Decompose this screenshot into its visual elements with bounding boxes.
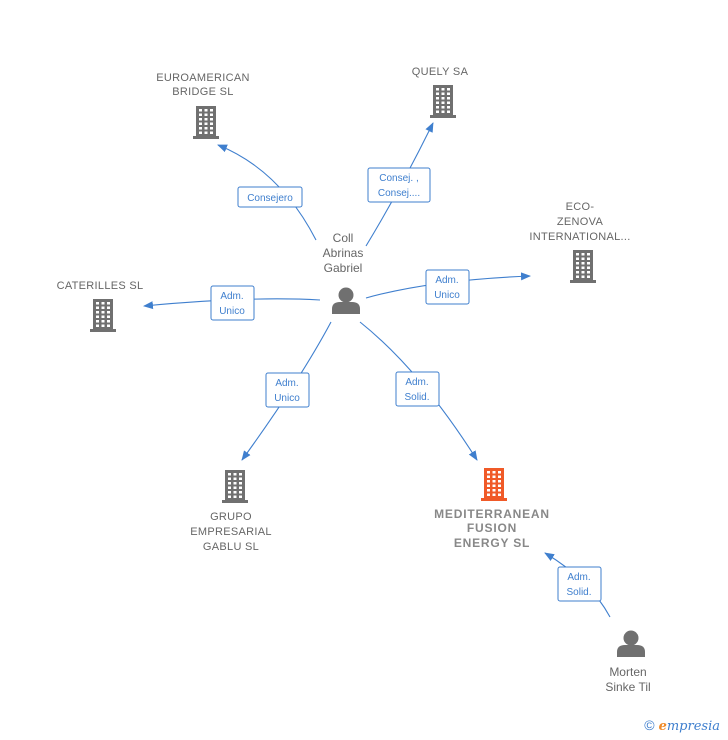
edge-to-euroamerican: [217, 144, 317, 241]
company-node-grupo[interactable]: GRUPO EMPRESARIAL GABLU SL: [190, 470, 272, 553]
company-label: MEDITERRANEAN: [434, 507, 550, 521]
empresia-logo[interactable]: ©empresia: [644, 717, 720, 734]
building-icon: [570, 250, 596, 283]
svg-text:Unico: Unico: [274, 393, 300, 404]
building-icon: [90, 299, 116, 332]
edge-label-to-quely[interactable]: Consej. , Consej....: [367, 167, 431, 203]
svg-text:Solid.: Solid.: [404, 392, 429, 403]
edge-label-to-euroamerican[interactable]: Consejero: [237, 186, 303, 208]
svg-text:Consej. ,: Consej. ,: [379, 173, 418, 184]
company-label: INTERNATIONAL...: [529, 231, 630, 243]
company-label: EUROAMERICAN: [156, 72, 249, 84]
company-label: ENERGY SL: [454, 536, 530, 550]
person-label: Sinke Til: [605, 680, 650, 694]
company-node-quely[interactable]: QUELY SA: [412, 66, 469, 118]
edge-label-to-mediterranean[interactable]: Adm. Solid.: [395, 371, 440, 407]
company-label: ECO-: [566, 201, 595, 213]
building-icon: [193, 106, 219, 139]
brand-initial: e: [658, 719, 667, 734]
person-label: Abrinas: [323, 246, 364, 260]
person-node-coll[interactable]: Coll Abrinas Gabriel: [323, 231, 364, 314]
edge-label-morten-to-mediterranean[interactable]: Adm. Solid.: [557, 566, 602, 602]
svg-text:Consejero: Consejero: [247, 193, 293, 204]
svg-text:Consej....: Consej....: [378, 188, 420, 199]
person-icon: [332, 287, 360, 314]
brand-name: mpresia: [666, 719, 720, 734]
svg-text:Adm.: Adm.: [405, 377, 428, 388]
svg-text:Unico: Unico: [219, 306, 245, 317]
person-icon: [617, 630, 645, 657]
building-icon: [222, 470, 248, 503]
company-node-caterilles[interactable]: CATERILLES SL: [57, 280, 144, 332]
svg-text:Adm.: Adm.: [567, 572, 590, 583]
company-label: GRUPO: [210, 511, 252, 523]
edge-label-to-eco-zenova[interactable]: Adm. Unico: [425, 269, 470, 305]
person-label: Morten: [609, 665, 646, 679]
company-node-eco-zenova[interactable]: ECO- ZENOVA INTERNATIONAL...: [529, 201, 630, 283]
person-node-morten[interactable]: Morten Sinke Til: [605, 630, 651, 695]
svg-text:Adm.: Adm.: [435, 275, 458, 286]
building-icon: [430, 85, 456, 118]
company-label: ZENOVA: [557, 216, 604, 228]
company-node-euroamerican[interactable]: EUROAMERICAN BRIDGE SL: [156, 72, 249, 139]
company-label: EMPRESARIAL: [190, 526, 272, 538]
company-label: BRIDGE SL: [172, 86, 233, 98]
company-node-mediterranean[interactable]: MEDITERRANEAN FUSION ENERGY SL: [434, 468, 550, 550]
svg-text:Solid.: Solid.: [566, 587, 591, 598]
svg-text:Unico: Unico: [434, 290, 460, 301]
company-label: QUELY SA: [412, 66, 469, 78]
copyright-icon: ©: [644, 717, 655, 733]
company-label: GABLU SL: [203, 541, 259, 553]
company-label: CATERILLES SL: [57, 280, 144, 292]
edge-label-to-caterilles[interactable]: Adm. Unico: [210, 285, 255, 321]
building-icon: [481, 468, 507, 501]
svg-text:Adm.: Adm.: [275, 378, 298, 389]
person-label: Coll: [333, 231, 354, 245]
company-label: FUSION: [467, 521, 517, 535]
person-label: Gabriel: [324, 261, 363, 275]
edge-label-to-grupo[interactable]: Adm. Unico: [265, 372, 310, 408]
svg-text:Adm.: Adm.: [220, 291, 243, 302]
